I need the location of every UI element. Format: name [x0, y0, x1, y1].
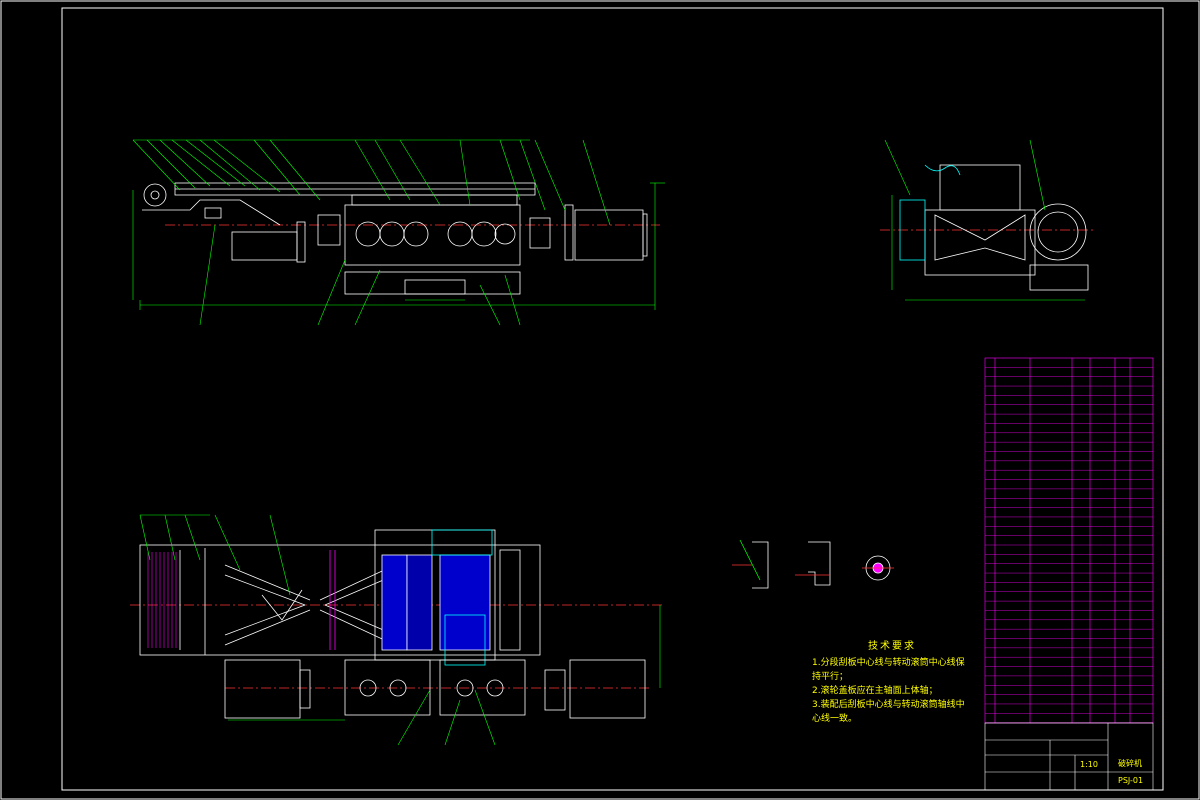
parts-list-table: [984, 357, 1154, 724]
title-block: [984, 722, 1154, 791]
section-b: [808, 541, 831, 586]
section-a: [752, 541, 769, 589]
technical-requirements-title: 技术要求: [868, 641, 916, 652]
front-head-wheel: [143, 183, 167, 207]
front-gearbox: [344, 204, 521, 266]
inner-border: [61, 7, 1164, 791]
drawing-number: PSJ-01: [1118, 776, 1144, 785]
plan-brace-2: [224, 609, 311, 646]
front-leaders: [132, 139, 611, 326]
front-roll-6: [494, 223, 516, 245]
technical-requirement-1: 1.分段刮板中心线与转动滚筒中心线保持平行；: [812, 658, 965, 682]
plan-view: [130, 514, 665, 746]
front-base: [344, 271, 521, 295]
front-right-motor: [574, 209, 644, 261]
side-hopper: [939, 164, 1021, 211]
plan-conveyor-frame: [139, 544, 541, 656]
plan-left-gearbox: [344, 659, 431, 716]
side-drum-inner: [1037, 211, 1079, 253]
front-roll-1: [355, 221, 381, 247]
technical-requirement-3: 3.装配后刮板中心线与转动滚筒轴线中心线一致。: [812, 700, 965, 724]
section-details: [732, 539, 894, 589]
side-leaders: [884, 139, 1085, 301]
side-view: [880, 139, 1095, 301]
front-view: [132, 139, 665, 326]
front-roll-2: [379, 221, 405, 247]
drawing-name: 破碎机: [1118, 759, 1142, 768]
drawing-scale: 1:10: [1080, 760, 1098, 769]
front-dimensions: [132, 182, 665, 310]
plan-left-motor: [224, 659, 301, 719]
front-left-motor: [231, 231, 298, 261]
plan-slats: [147, 552, 177, 648]
front-roll-5: [471, 221, 497, 247]
technical-requirement-2: 2.滚轮盖板应在主轴面上体轴；: [812, 686, 938, 696]
plan-hatch-right: [439, 554, 491, 651]
front-roll-4: [447, 221, 473, 247]
side-drum-outer: [1029, 203, 1087, 261]
parts-list-rows: [985, 367, 1153, 723]
front-roll-3: [403, 221, 429, 247]
plan-hatch-left: [381, 554, 408, 651]
plan-hatch-mid: [406, 554, 433, 651]
plan-leaders: [139, 514, 661, 746]
plan-brace-1: [224, 564, 311, 601]
plan-right-motor: [569, 659, 646, 719]
side-body: [924, 209, 1036, 276]
technical-requirements: 技术要求 1.分段刮板中心线与转动滚筒中心线保持平行； 2.滚轮盖板应在主轴面上…: [812, 640, 972, 726]
plan-right-gearbox: [439, 659, 526, 716]
